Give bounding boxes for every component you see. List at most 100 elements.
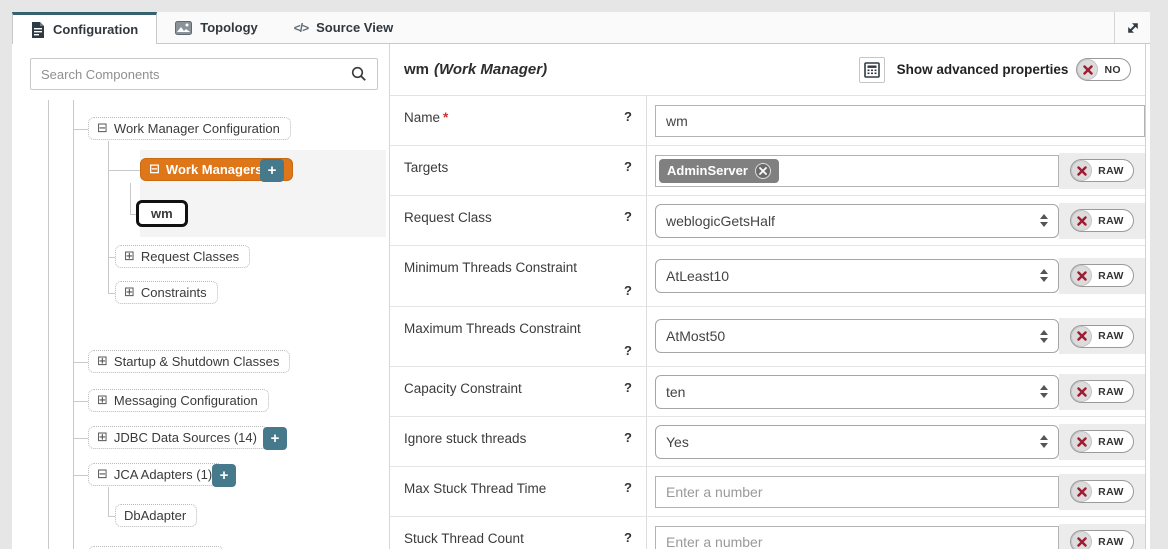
expand-icon[interactable]: ⊞ xyxy=(124,285,135,300)
raw-toggle[interactable]: RAW xyxy=(1070,480,1134,504)
tree-connector-line xyxy=(108,516,115,517)
select-spinner-icon[interactable] xyxy=(1040,269,1048,283)
sidebar-item-jdbc-data-sources-14[interactable]: ⊞JDBC Data Sources (14) xyxy=(88,426,268,449)
search-input[interactable] xyxy=(31,66,347,82)
expand-panel-button[interactable] xyxy=(1114,12,1150,43)
name-input[interactable] xyxy=(655,104,1145,137)
add-work-managers-1-button[interactable]: + xyxy=(260,159,284,182)
property-row-minimum-threads-constraint: Minimum Threads Constraint?AtLeast10 RAW xyxy=(390,246,1145,307)
tab-topology[interactable]: Topology xyxy=(157,12,276,43)
field-value-cell: Yes RAW xyxy=(647,417,1145,466)
tree-connector-line xyxy=(108,141,109,293)
select-spinner-icon[interactable] xyxy=(1040,329,1048,343)
property-row-max-stuck-thread-time: Max Stuck Thread Time?RAW xyxy=(390,467,1145,518)
toggle-x-icon xyxy=(1071,481,1093,503)
raw-toggle[interactable]: RAW xyxy=(1070,209,1134,232)
collapse-icon[interactable]: ⊟ xyxy=(97,121,108,136)
customize-table-button[interactable] xyxy=(858,56,885,83)
sidebar-item-jca-adapters-1[interactable]: ⊟JCA Adapters (1) xyxy=(88,463,224,486)
raw-toggle[interactable]: RAW xyxy=(1070,380,1134,404)
raw-toggle[interactable]: RAW xyxy=(1070,530,1134,549)
sidebar-item-work-manager-configuration[interactable]: ⊟ Work Manager Configuration xyxy=(88,117,291,140)
field-control: AtLeast10 xyxy=(655,258,1059,293)
help-icon[interactable]: ? xyxy=(624,109,632,124)
expand-icon[interactable]: ⊞ xyxy=(124,249,135,264)
tree-node-label: Work Manager Configuration xyxy=(113,121,280,136)
max-stuck-thread-time-input[interactable] xyxy=(655,475,1059,508)
help-icon[interactable]: ? xyxy=(624,530,632,546)
help-icon[interactable]: ? xyxy=(624,430,632,446)
stuck-thread-count-input[interactable] xyxy=(655,525,1059,549)
help-icon[interactable]: ? xyxy=(624,343,632,359)
image-icon xyxy=(175,20,193,35)
sidebar-item-startup-shutdown-classes[interactable]: ⊞Startup & Shutdown Classes xyxy=(88,350,291,373)
toggle-x-icon xyxy=(1071,325,1093,347)
select-spinner-icon[interactable] xyxy=(1040,385,1048,399)
tab-label: Configuration xyxy=(53,22,139,37)
help-icon[interactable]: ? xyxy=(624,380,632,396)
search-icon[interactable] xyxy=(347,66,377,82)
field-value-cell: RAW xyxy=(647,517,1145,549)
help-icon[interactable]: ? xyxy=(624,209,632,224)
collapse-icon[interactable]: ⊟ xyxy=(149,162,160,177)
select-spinner-icon[interactable] xyxy=(1040,214,1048,227)
help-icon[interactable]: ? xyxy=(624,159,632,174)
sidebar-item-constraints[interactable]: ⊞Constraints xyxy=(115,281,218,304)
sidebar-item-messaging-configuration[interactable]: ⊞Messaging Configuration xyxy=(88,389,269,412)
expand-icon[interactable]: ⊞ xyxy=(97,430,108,445)
raw-label: RAW xyxy=(1098,435,1124,448)
toggle-x-icon xyxy=(1071,381,1093,403)
ignore-stuck-threads-select[interactable]: Yes xyxy=(655,424,1059,459)
field-label-cell: Name*? xyxy=(390,96,647,145)
expand-icon[interactable]: ⊞ xyxy=(97,393,108,408)
sidebar-item-wm[interactable]: wm xyxy=(136,200,188,227)
required-indicator: * xyxy=(443,110,449,125)
select-spinner-icon[interactable] xyxy=(1040,435,1048,449)
maximum-threads-constraint-select[interactable]: AtMost50 xyxy=(655,319,1059,354)
help-icon[interactable]: ? xyxy=(624,282,632,298)
field-control xyxy=(655,525,1059,549)
minimum-threads-constraint-select[interactable]: AtLeast10 xyxy=(655,258,1059,293)
form-panel: wm(Work Manager) Show advanced propertie… xyxy=(390,44,1146,549)
expand-icon[interactable]: ⊞ xyxy=(97,354,108,369)
collapse-icon[interactable]: ⊟ xyxy=(97,467,108,482)
tree-node-label: Request Classes xyxy=(140,249,240,264)
selected-value: weblogicGetsHalf xyxy=(666,212,775,229)
field-label-cell: Targets? xyxy=(390,146,647,195)
request-class-select[interactable]: weblogicGetsHalf xyxy=(655,203,1059,238)
sidebar-item-request-classes[interactable]: ⊞ Request Classes xyxy=(115,245,251,268)
sidebar-item-work-managers-1[interactable]: ⊟Work Managers (1) xyxy=(140,158,293,181)
raw-toggle[interactable]: RAW xyxy=(1070,430,1134,454)
property-row-ignore-stuck-threads: Ignore stuck threads? Yes RAW xyxy=(390,417,1145,468)
add-jca-adapters-1-button[interactable]: + xyxy=(212,464,236,487)
raw-toggle[interactable]: RAW xyxy=(1070,264,1134,288)
capacity-constraint-select[interactable]: ten xyxy=(655,374,1059,409)
component-tree: ⊟ Work Manager Configuration ⊟Work Manager… xyxy=(12,44,389,549)
remove-chip-icon[interactable] xyxy=(754,162,771,179)
selected-value: Yes xyxy=(666,433,689,450)
help-icon[interactable]: ? xyxy=(624,480,632,496)
tab-configuration[interactable]: Configuration xyxy=(12,12,158,44)
raw-toggle[interactable]: RAW xyxy=(1070,159,1134,182)
code-icon: </> xyxy=(293,20,309,35)
raw-label: RAW xyxy=(1098,535,1124,548)
raw-label: RAW xyxy=(1098,214,1124,227)
sidebar-item-dbadapter[interactable]: DbAdapter xyxy=(115,504,198,527)
tree-connector-line xyxy=(73,475,88,476)
field-label-cell: Minimum Threads Constraint? xyxy=(390,246,647,306)
targets-chip-field[interactable]: AdminServer xyxy=(655,154,1059,187)
tree-connector-line xyxy=(73,362,88,363)
raw-toggle[interactable]: RAW xyxy=(1070,324,1134,348)
raw-toggle-panel: RAW xyxy=(1059,423,1145,460)
field-value-cell: RAW xyxy=(647,467,1145,516)
field-value-cell: AdminServer RAW xyxy=(647,146,1145,195)
tab-source-view[interactable]: </> Source View xyxy=(276,12,411,43)
field-label-cell: Ignore stuck threads? xyxy=(390,417,647,467)
field-control xyxy=(655,104,1145,137)
tree-connector-line xyxy=(108,170,140,171)
field-value-cell xyxy=(647,96,1145,145)
advanced-properties-toggle[interactable]: NO xyxy=(1076,58,1131,81)
add-jdbc-data-sources-14-button[interactable]: + xyxy=(263,427,287,450)
